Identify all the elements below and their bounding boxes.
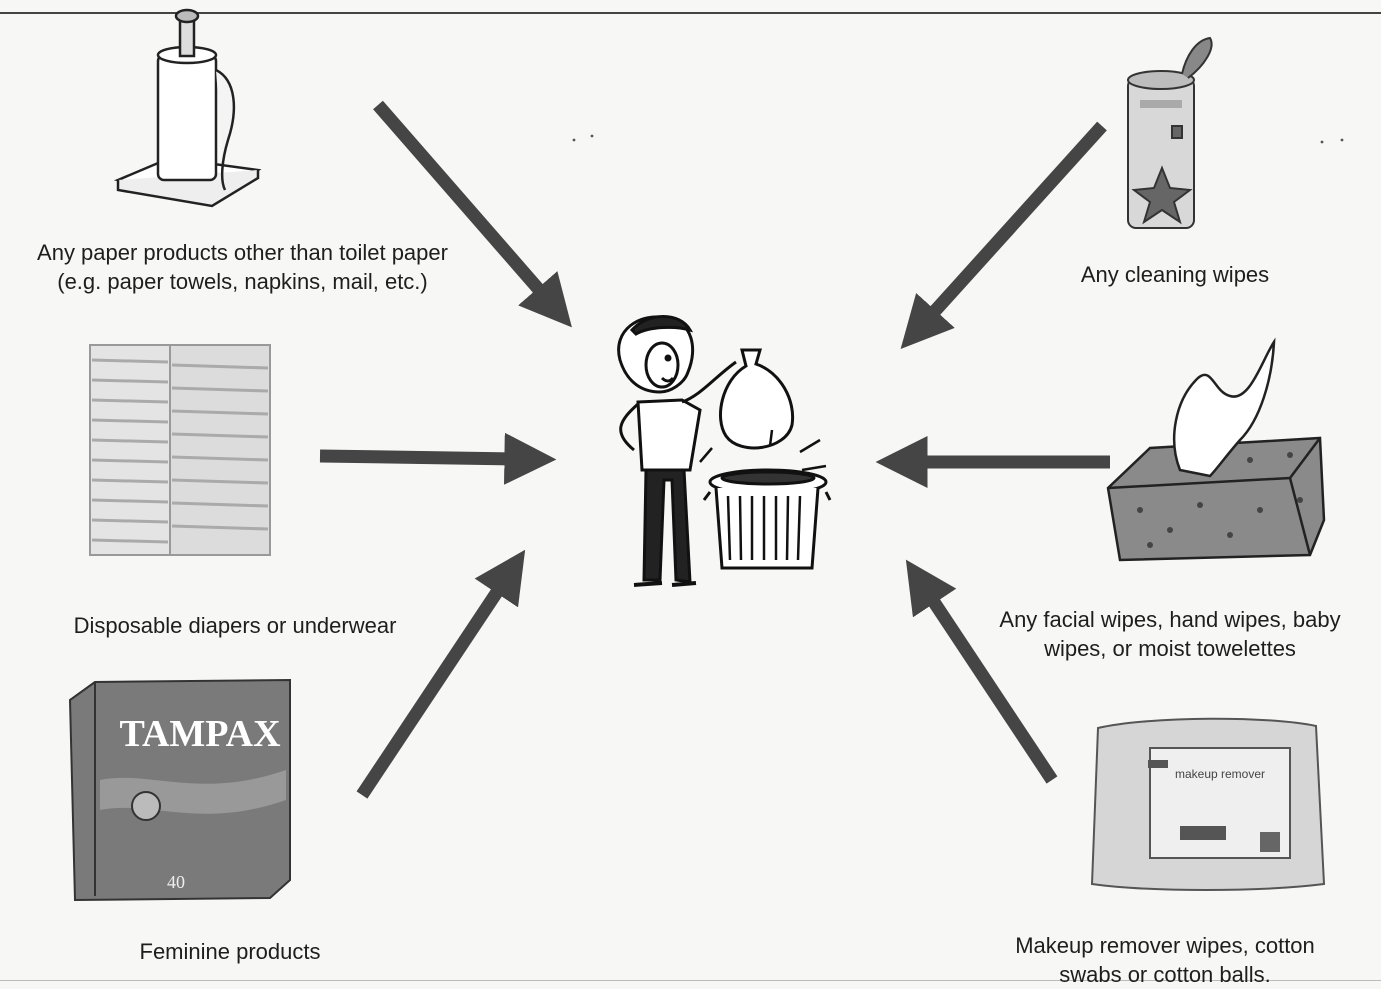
feminine-products-label: Feminine products	[90, 937, 370, 966]
paper-products-label: Any paper products other than toilet pap…	[0, 238, 485, 296]
tissue-box-icon	[1106, 337, 1326, 562]
arrow-from-cleaning-wipes	[900, 121, 1107, 350]
arrow-from-diapers	[319, 432, 557, 485]
arrow-from-paper	[373, 100, 572, 328]
makeup-label-line1: Makeup remover wipes, cotton	[1015, 933, 1315, 958]
facial-wipes-label-line2: wipes, or moist towelettes	[1044, 636, 1296, 661]
tampon-box-icon: TAMPAX 40	[68, 678, 291, 902]
diaper-stack-icon	[89, 344, 271, 556]
paper-label-line2: (e.g. paper towels, napkins, mail, etc.)	[57, 269, 428, 294]
facial-wipes-label: Any facial wipes, hand wipes, baby wipes…	[965, 605, 1375, 663]
cleaning-wipes-label-line1: Any cleaning wipes	[1080, 262, 1270, 287]
facial-wipes-label-line1: Any facial wipes, hand wipes, baby	[999, 607, 1341, 632]
top-border-line	[0, 12, 1381, 14]
tampax-brand-text: TAMPAX	[119, 713, 280, 755]
bottom-border-line	[0, 980, 1381, 981]
arrow-from-feminine	[356, 549, 526, 799]
makeup-label-line2: swabs or cotton balls.	[1059, 962, 1271, 987]
tampax-count-text: 40	[167, 872, 185, 892]
paper-towel-icon	[113, 8, 262, 208]
person-throwing-trash-icon	[617, 315, 832, 587]
makeup-label: Makeup remover wipes, cotton swabs or co…	[975, 931, 1355, 989]
feminine-label-line1: Feminine products	[139, 939, 321, 964]
arrows	[319, 100, 1110, 799]
paper-label-line1: Any paper products other than toilet pap…	[37, 240, 448, 265]
diapers-label: Disposable diapers or underwear	[20, 611, 450, 640]
diapers-label-line1: Disposable diapers or underwear	[73, 613, 397, 638]
makeup-remover-wipes-pack-icon: makeup remover	[1090, 717, 1326, 891]
cleaning-wipes-label: Any cleaning wipes	[1040, 260, 1310, 289]
scan-specks	[572, 134, 1344, 144]
arrow-from-makeup	[905, 559, 1058, 784]
cleaning-wipes-canister-icon	[1127, 36, 1213, 229]
makeup-pack-text: makeup remover	[1175, 767, 1265, 781]
